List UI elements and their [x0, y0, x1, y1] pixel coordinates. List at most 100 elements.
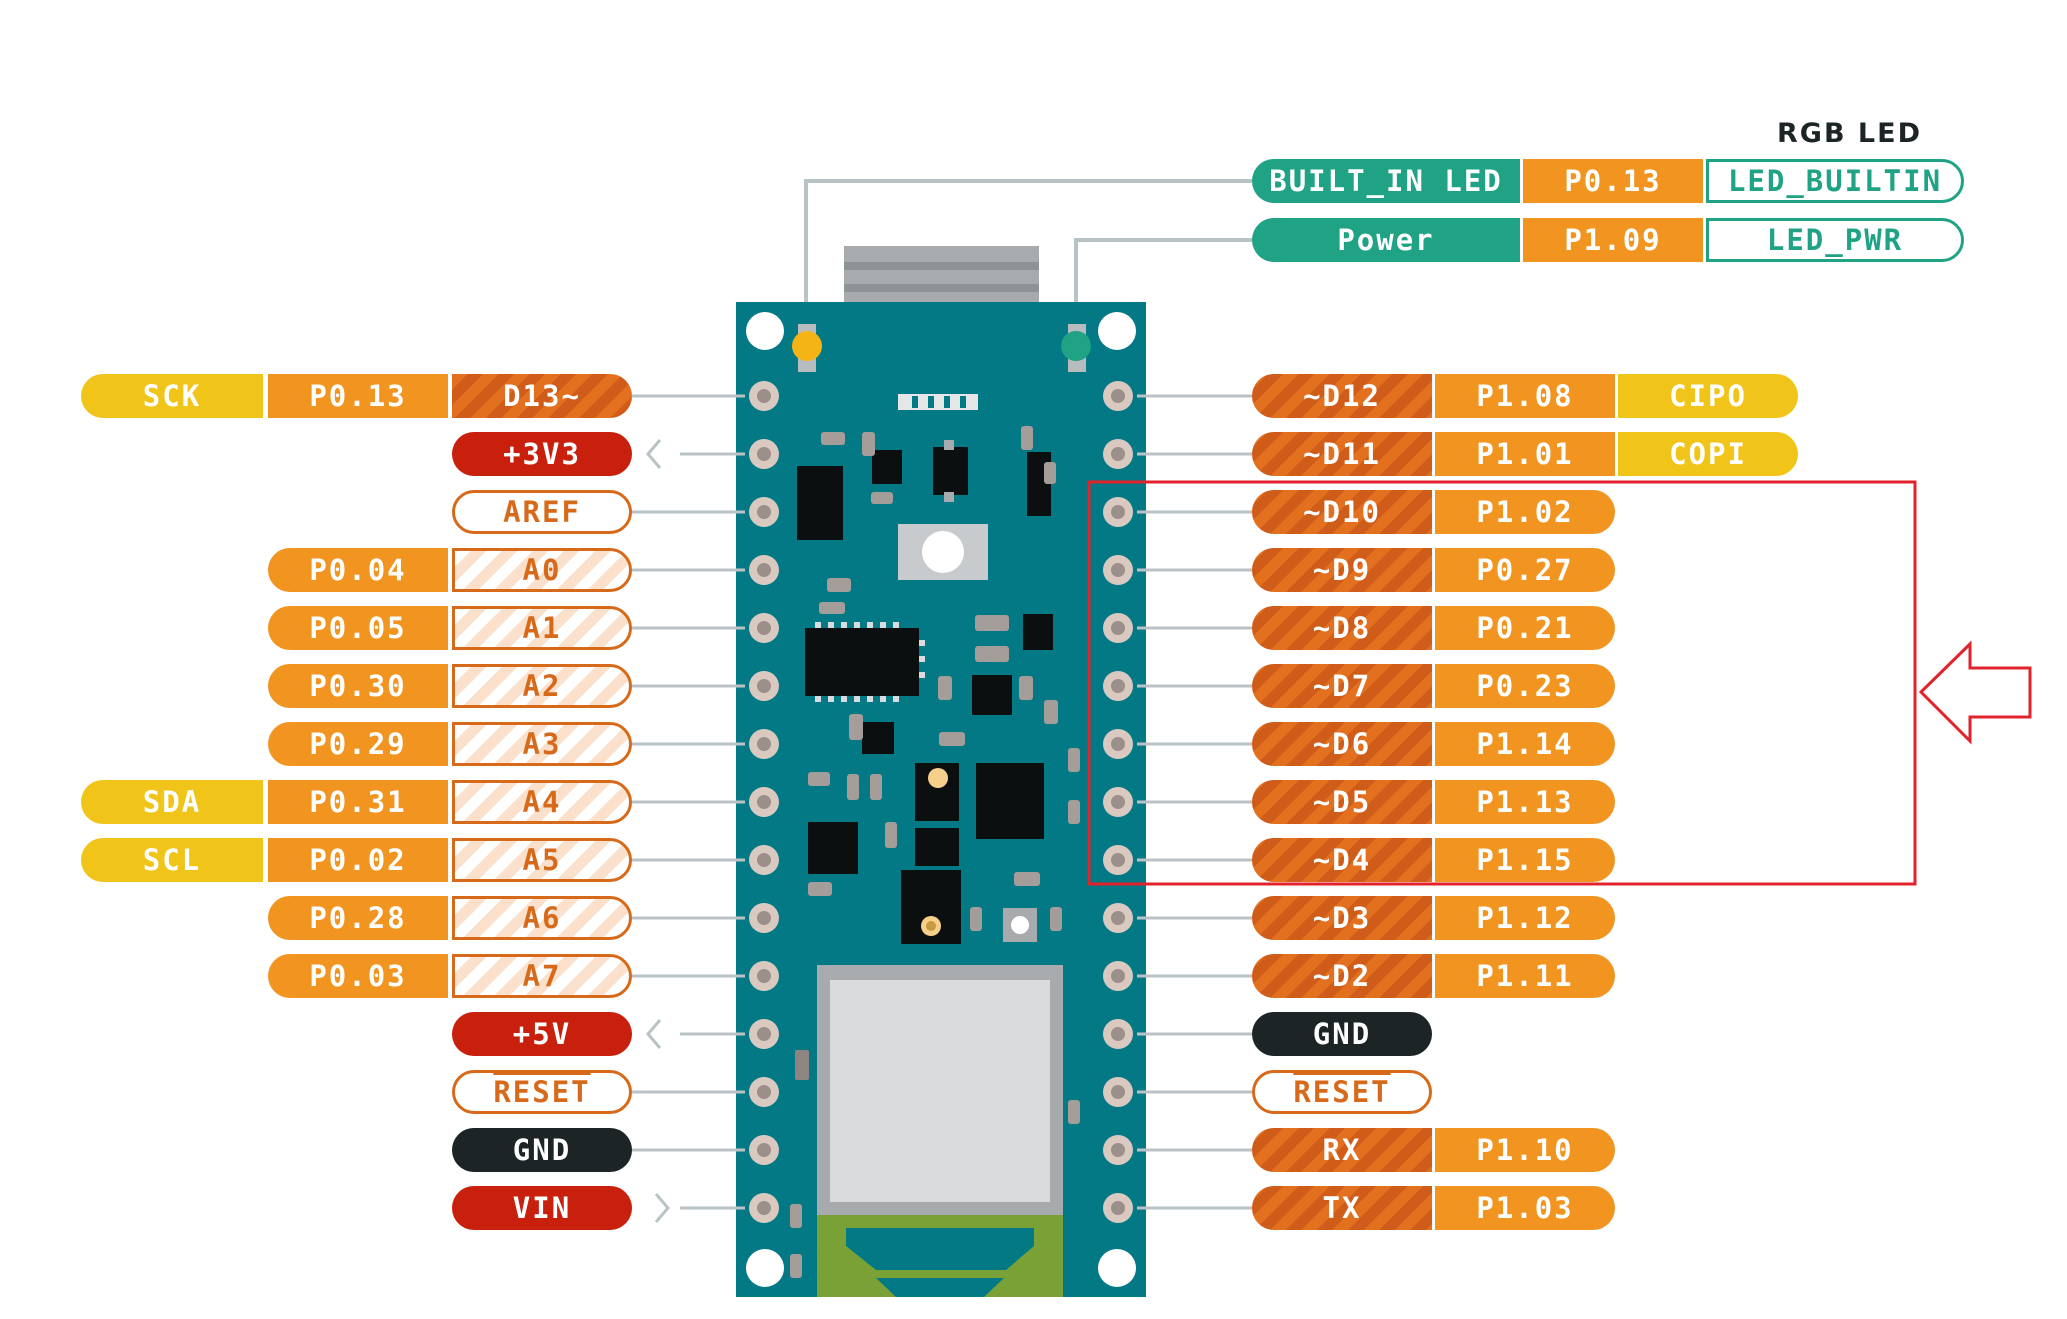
- port-label-p1-15: P1.15: [1435, 838, 1615, 882]
- chevron-right-icon: [654, 1193, 670, 1223]
- pin-label-d13: D13~: [452, 374, 632, 418]
- pin-pad-left-a3: [749, 729, 779, 759]
- pin-pad-right-d6: [1103, 729, 1133, 759]
- pin-label-right-d6: ~D6: [1252, 722, 1432, 766]
- pin-pad-left-a1: [749, 613, 779, 643]
- port-label-p1-13: P1.13: [1435, 780, 1615, 824]
- port-label-p0-27: P0.27: [1435, 548, 1615, 592]
- port-label-p0-28: P0.28: [268, 896, 448, 940]
- pin-label-3v3: +3V3: [452, 432, 632, 476]
- builtin-led-leader: [804, 179, 1252, 346]
- pin-pad-left-a7: [749, 961, 779, 991]
- pin-label-right-d11: ~D11: [1252, 432, 1432, 476]
- pin-label-vin: VIN: [452, 1186, 632, 1230]
- power-led-label: Power: [1252, 218, 1520, 262]
- pin-label-a2: A2: [452, 664, 632, 708]
- function-label-sda: SDA: [81, 780, 263, 824]
- pin-label-a6: A6: [452, 896, 632, 940]
- pin-label-right-d8: ~D8: [1252, 606, 1432, 650]
- pin-pad-left-5v: [749, 1019, 779, 1049]
- pin-label-5v: +5V: [452, 1012, 632, 1056]
- pin-label-right-d4: ~D4: [1252, 838, 1432, 882]
- board-pins: [749, 381, 1133, 1223]
- pin-pad-left-aref: [749, 497, 779, 527]
- pin-label-right-d10: ~D10: [1252, 490, 1432, 534]
- pin-pad-left-a5: [749, 845, 779, 875]
- pin-pad-left-3v3: [749, 439, 779, 469]
- port-label-p1-03: P1.03: [1435, 1186, 1615, 1230]
- port-label-p0-05: P0.05: [268, 606, 448, 650]
- power-led-port: P1.09: [1523, 218, 1703, 262]
- pin-pad-left-a4: [749, 787, 779, 817]
- pin-label-right-d7: ~D7: [1252, 664, 1432, 708]
- port-label-p0-29: P0.29: [268, 722, 448, 766]
- pin-leaders: [632, 394, 1252, 1223]
- pin-pad-right-d10: [1103, 497, 1133, 527]
- pin-label-a3: A3: [452, 722, 632, 766]
- chevron-left-icon: [646, 439, 662, 469]
- builtin-led-label: BUILT_IN LED: [1252, 159, 1520, 203]
- pin-pad-left-d13: [749, 381, 779, 411]
- port-label-p0-03: P0.03: [268, 954, 448, 998]
- pin-pad-right-gnd: [1103, 1019, 1133, 1049]
- pin-pad-right-d2: [1103, 961, 1133, 991]
- pin-label-right-d3: ~D3: [1252, 896, 1432, 940]
- pin-pad-left-a0: [749, 555, 779, 585]
- pin-label-right-tx: TX: [1252, 1186, 1432, 1230]
- builtin-led-port: P0.13: [1523, 159, 1703, 203]
- pin-label-gnd: GND: [452, 1128, 632, 1172]
- pin-label-a7: A7: [452, 954, 632, 998]
- pin-pad-left-a6: [749, 903, 779, 933]
- port-label-p0-21: P0.21: [1435, 606, 1615, 650]
- pin-pad-right-d5: [1103, 787, 1133, 817]
- small-passives: [790, 426, 1080, 1278]
- port-label-p1-10: P1.10: [1435, 1128, 1615, 1172]
- pin-label-right-d12: ~D12: [1252, 374, 1432, 418]
- reset-button[interactable]: [922, 531, 964, 573]
- pin-pad-right-tx: [1103, 1193, 1133, 1223]
- rgb-led-title: RGB LED: [1777, 118, 1922, 149]
- pin-pad-right-d8: [1103, 613, 1133, 643]
- function-label-copi: COPI: [1618, 432, 1798, 476]
- port-label-p1-12: P1.12: [1435, 896, 1615, 940]
- pin-label-right-reset: RESET: [1252, 1070, 1432, 1114]
- port-label-p1-02: P1.02: [1435, 490, 1615, 534]
- port-label-p0-04: P0.04: [268, 548, 448, 592]
- pin-pad-right-d9: [1103, 555, 1133, 585]
- power-led-alias: LED_PWR: [1706, 218, 1964, 262]
- pin-pad-right-d3: [1103, 903, 1133, 933]
- function-label-cipo: CIPO: [1618, 374, 1798, 418]
- pin-label-a4: A4: [452, 780, 632, 824]
- pin-pad-right-d11: [1103, 439, 1133, 469]
- pin-label-right-d5: ~D5: [1252, 780, 1432, 824]
- pin-pad-left-vin: [749, 1193, 779, 1223]
- pin-label-right-d2: ~D2: [1252, 954, 1432, 998]
- builtin-led-alias: LED_BUILTIN: [1706, 159, 1964, 203]
- builtin-led: [792, 331, 822, 361]
- pin-pad-left-gnd: [749, 1135, 779, 1165]
- pin-label-right-gnd: GND: [1252, 1012, 1432, 1056]
- port-label-p1-08: P1.08: [1435, 374, 1615, 418]
- function-label-scl: SCL: [81, 838, 263, 882]
- power-led: [1061, 331, 1091, 361]
- highlight-box: [1087, 480, 1917, 886]
- port-label-p1-01: P1.01: [1435, 432, 1615, 476]
- pin-label-aref: AREF: [452, 490, 632, 534]
- pin-label-reset: RESET: [452, 1070, 632, 1114]
- pin-pad-right-d7: [1103, 671, 1133, 701]
- highlight-arrow-icon: [1918, 640, 2032, 745]
- mounting-hole: [746, 312, 784, 350]
- pin-label-a1: A1: [452, 606, 632, 650]
- port-label-p0-13: P0.13: [268, 374, 448, 418]
- port-label-p0-30: P0.30: [268, 664, 448, 708]
- pin-pad-right-reset: [1103, 1077, 1133, 1107]
- pin-label-right-rx: RX: [1252, 1128, 1432, 1172]
- pin-label-a0: A0: [452, 548, 632, 592]
- pin-pad-left-reset: [749, 1077, 779, 1107]
- pin-pad-left-a2: [749, 671, 779, 701]
- pin-pad-right-rx: [1103, 1135, 1133, 1165]
- port-label-p0-31: P0.31: [268, 780, 448, 824]
- port-label-p0-23: P0.23: [1435, 664, 1615, 708]
- function-label-sck: SCK: [81, 374, 263, 418]
